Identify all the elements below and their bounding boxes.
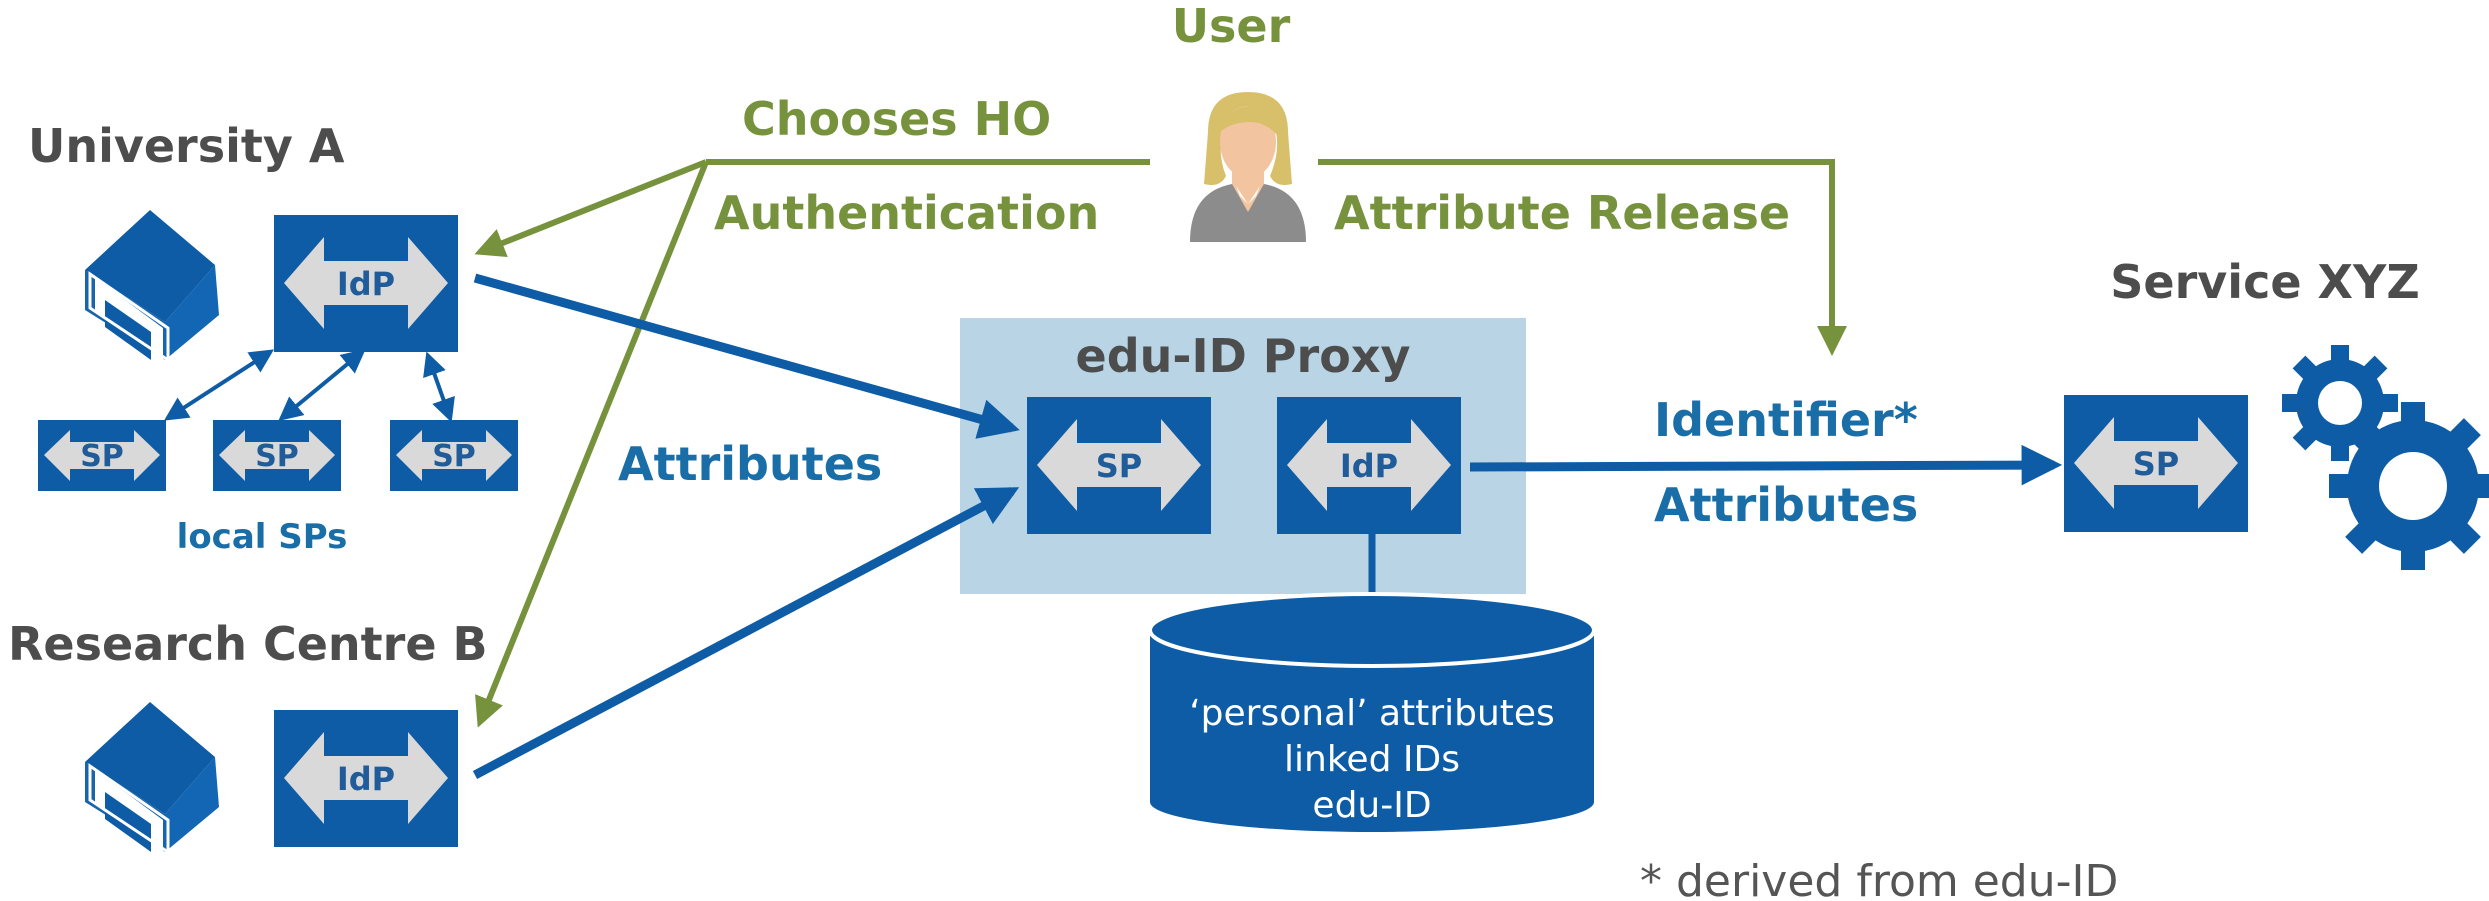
proxy-idp: IdP (1277, 397, 1461, 534)
authentication-arrow-university-a (474, 159, 708, 258)
double-arrow-icon (1287, 419, 1451, 511)
double-arrow-icon (1037, 419, 1201, 511)
svg-text:SP: SP (432, 439, 476, 474)
svg-text:SP: SP (80, 439, 124, 474)
database-line-3: edu-ID (1312, 785, 1431, 826)
database-line-2: linked IDs (1284, 739, 1460, 780)
attributes-arrow-research-centre-b (472, 487, 1020, 779)
authentication-label: Authentication (714, 186, 1099, 240)
proxy-sp: SP (1027, 397, 1211, 534)
university-a-building-icon (85, 210, 219, 363)
attribute-release-arrow (1318, 159, 1847, 356)
identifier-attributes-arrow (1469, 444, 2063, 486)
double-arrow-icon (2074, 417, 2238, 509)
attributes-arrow-university-a (473, 273, 1020, 439)
svg-text:SP: SP (1096, 447, 1143, 485)
svg-text:IdP: IdP (337, 265, 395, 303)
footnote: * derived from edu-ID (1640, 856, 2118, 901)
authentication-arrow-research-centre-b (475, 160, 709, 728)
local-sp-3: SP (390, 420, 518, 491)
local-sp-link-2 (278, 348, 366, 422)
svg-text:SP: SP (2133, 445, 2180, 483)
double-arrow-icon (396, 430, 512, 481)
local-sp-1: SP (38, 420, 166, 491)
university-a-idp: IdP (274, 215, 458, 352)
service-sp: SP (2064, 395, 2248, 532)
double-arrow-icon (284, 237, 448, 329)
double-arrow-icon (284, 732, 448, 824)
double-arrow-icon (44, 430, 160, 481)
user-avatar-icon (1190, 92, 1306, 242)
chooses-ho-label: Chooses HO (742, 92, 1051, 146)
gear-icon (2282, 345, 2489, 570)
attribute-release-label: Attribute Release (1334, 186, 1790, 240)
double-arrow-icon (219, 430, 335, 481)
attributes-right-label: Attributes (1654, 478, 1918, 532)
local-sp-link-3 (423, 351, 455, 423)
university-a-label: University A (28, 119, 345, 173)
svg-text:IdP: IdP (1340, 447, 1398, 485)
research-centre-b-idp: IdP (274, 710, 458, 847)
svg-text:IdP: IdP (337, 760, 395, 798)
service-label: Service XYZ (2110, 255, 2419, 309)
local-sp-2: SP (213, 420, 341, 491)
local-sps-caption: local SPs (177, 517, 348, 557)
research-centre-b-building-icon (85, 702, 219, 855)
research-centre-b-label: Research Centre B (8, 617, 488, 671)
svg-text:SP: SP (255, 439, 299, 474)
local-sp-link-1 (163, 349, 275, 421)
proxy-title: edu-ID Proxy (1076, 329, 1411, 383)
attributes-left-label: Attributes (618, 437, 882, 491)
database-cylinder: ‘personal’ attributes linked IDs edu-ID (1148, 592, 1596, 832)
identifier-label: Identifier* (1654, 393, 1918, 447)
database-line-1: ‘personal’ attributes (1189, 693, 1555, 734)
user-label: User (1172, 0, 1291, 53)
